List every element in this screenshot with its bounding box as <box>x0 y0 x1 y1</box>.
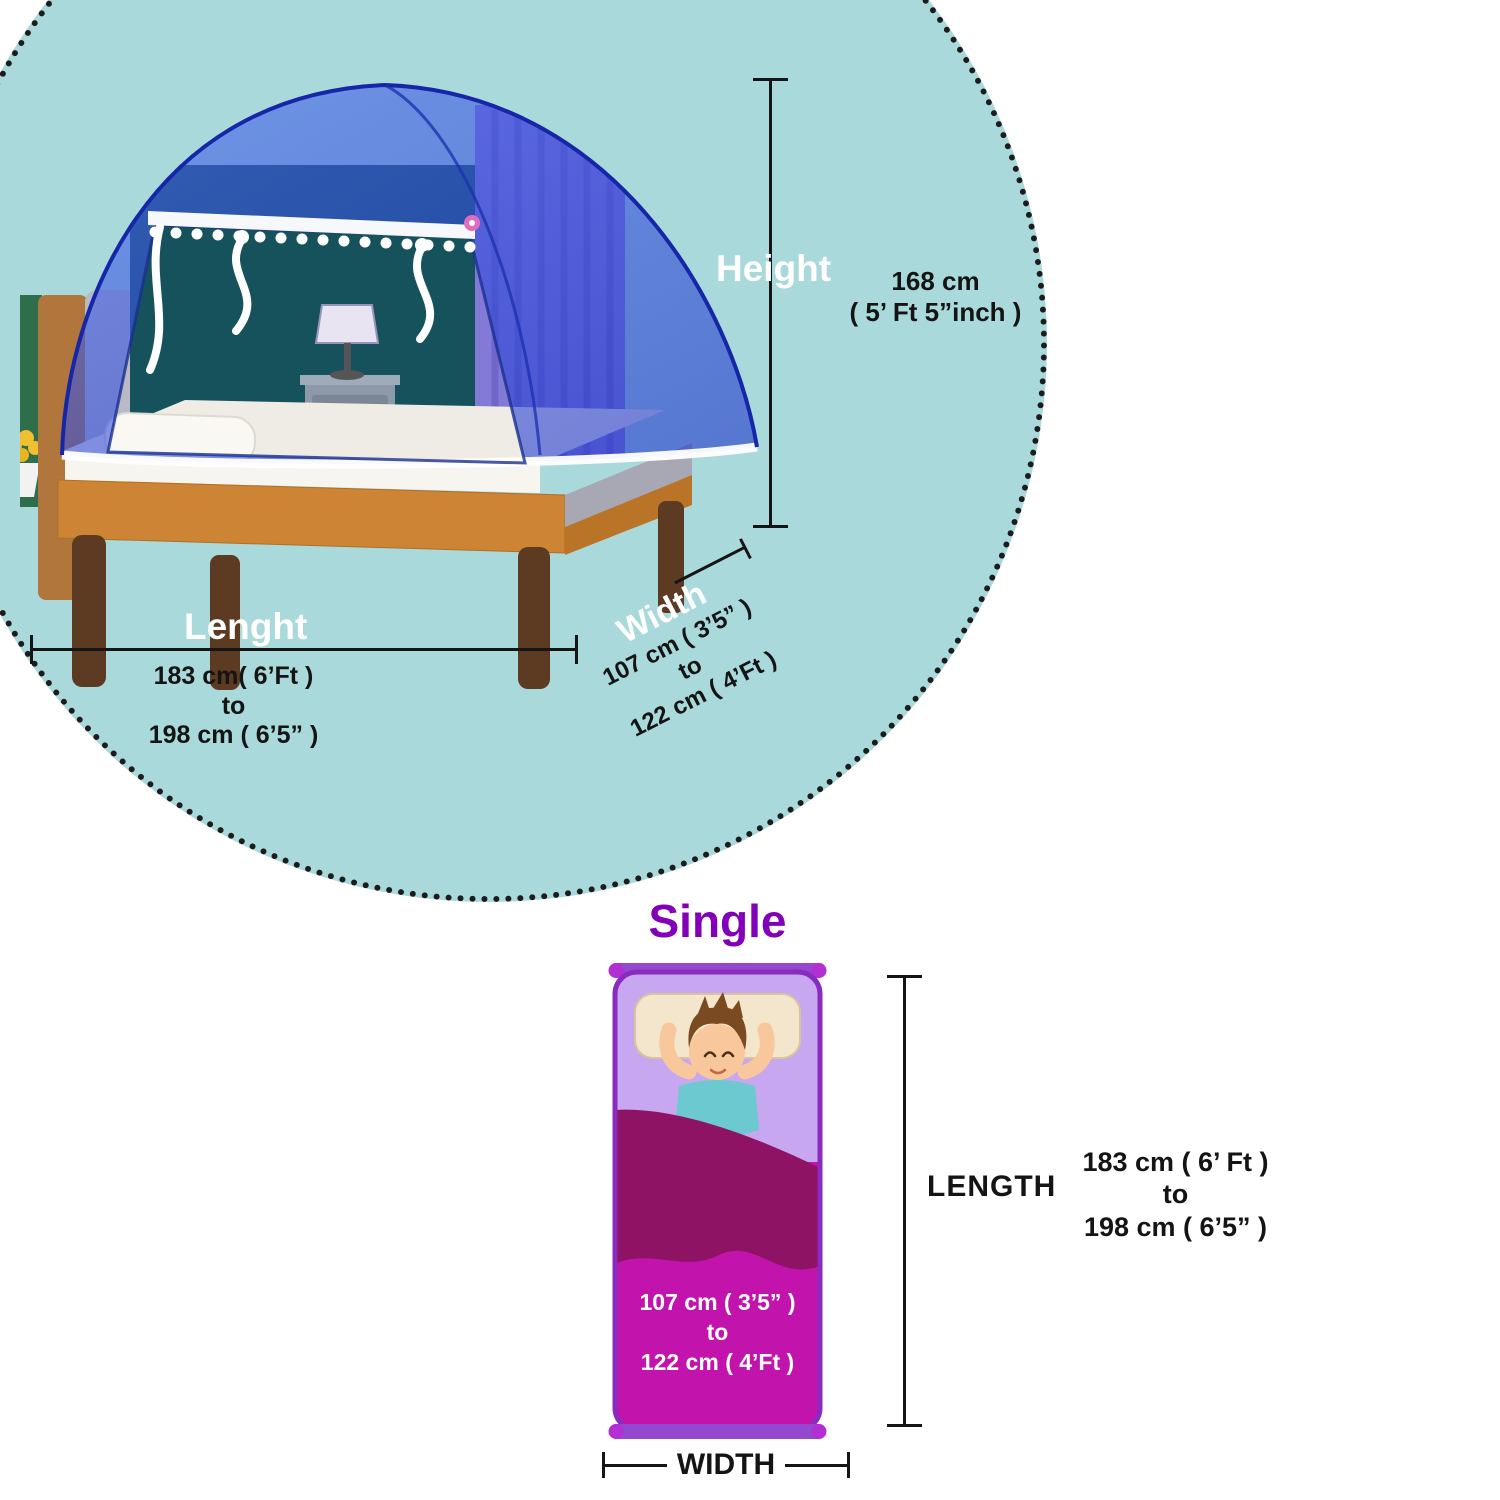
height-label: Height <box>716 248 832 289</box>
width-dim-right-cap <box>847 1452 850 1478</box>
bed-leg <box>658 501 684 613</box>
single-width-max: 122 cm ( 4’Ft ) <box>640 1348 795 1375</box>
flower-ornament <box>464 215 480 231</box>
bed-leg <box>518 547 550 689</box>
height-value-ft: ( 5’ Ft 5”inch ) <box>849 297 1022 328</box>
bed-leg <box>72 535 106 687</box>
single-length-to: to <box>1162 1179 1189 1210</box>
tent-bottom-trim <box>61 442 758 469</box>
single-width-dimension: WIDTH <box>602 1448 850 1482</box>
headboard-knob <box>608 963 624 978</box>
blanket <box>615 1109 820 1270</box>
length-dimension-line <box>30 635 578 664</box>
width-dim-left-cap <box>602 1452 605 1478</box>
single-length-min: 183 cm ( 6’ Ft ) <box>1082 1147 1269 1177</box>
single-bed-illustration <box>608 963 827 1439</box>
headboard-knob <box>811 963 827 978</box>
length-label: Lenght <box>184 606 308 647</box>
footboard-knob <box>608 1424 624 1439</box>
length-value-to: to <box>221 691 246 720</box>
length-value-min: 183 cm( 6’Ft ) <box>153 662 314 690</box>
bed-frame <box>57 443 692 690</box>
single-width-label: WIDTH <box>676 1448 776 1481</box>
height-dimension-line <box>753 78 788 528</box>
single-length-value: 183 cm ( 6’ Ft ) to 198 cm ( 6’5” ) <box>1048 1146 1303 1243</box>
tent-pole-seam <box>384 83 542 456</box>
width-dim-left-bar <box>605 1463 667 1467</box>
single-length-max: 198 cm ( 6’5” ) <box>1083 1211 1268 1242</box>
height-value: 168 cm ( 5’ Ft 5”inch ) <box>838 266 1033 328</box>
footboard-knob <box>811 1424 827 1439</box>
tent-dome <box>62 85 757 465</box>
bed-leg <box>210 555 240 690</box>
mosquito-net-bed-illustration <box>20 82 759 690</box>
footboard-bar <box>609 1424 826 1439</box>
lace-trim <box>148 211 476 253</box>
height-value-cm: 168 cm <box>891 266 980 296</box>
single-title: Single <box>648 895 787 947</box>
length-value-max: 198 cm ( 6’5” ) <box>148 721 319 749</box>
door-ribbons <box>146 223 435 374</box>
single-length-dimension-line <box>887 975 922 1427</box>
single-width-min: 107 cm ( 3’5” ) <box>639 1289 796 1315</box>
length-value: 183 cm( 6’Ft ) to 198 cm ( 6’5” ) <box>126 662 341 751</box>
single-bed-width-text: 107 cm ( 3’5” ) to 122 cm ( 4’Ft ) <box>612 1288 823 1378</box>
single-length-label: LENGTH <box>927 1170 1057 1203</box>
single-width-to: to <box>706 1318 729 1345</box>
table-lamp <box>314 304 380 380</box>
width-dim-right-bar <box>785 1463 847 1467</box>
